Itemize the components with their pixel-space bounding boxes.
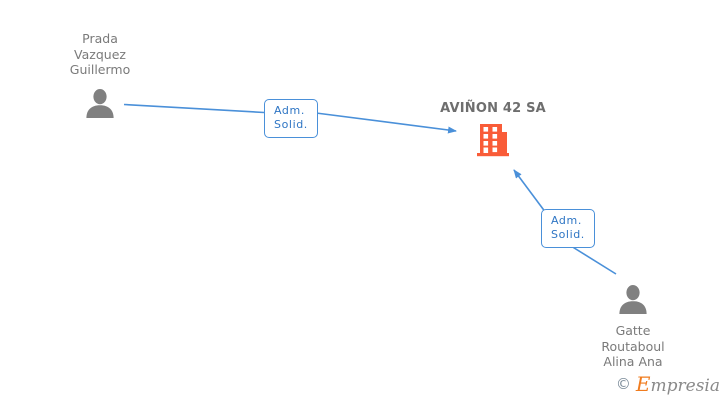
brand-name: Empresia xyxy=(636,374,720,395)
relation-chip-line: Solid. xyxy=(551,228,585,241)
person-name-line: Routaboul xyxy=(601,338,665,354)
relation-chip-line: Solid. xyxy=(274,118,308,131)
person-name-line: Alina Ana xyxy=(603,354,663,369)
relation-chip-line: Adm. xyxy=(274,104,305,117)
person-name-line: Guillermo xyxy=(69,62,131,77)
person-name-line: Prada xyxy=(82,31,118,46)
copyright-icon: © xyxy=(615,375,631,393)
person-name-line: Vazquez xyxy=(74,46,126,62)
company-title: AVIÑON 42 SA xyxy=(440,101,546,116)
watermark: © Empresia xyxy=(616,374,720,395)
brand-rest: mpresia xyxy=(650,376,721,396)
relation-chip-top[interactable]: Adm. Solid. xyxy=(264,99,318,138)
person-label-top-left: Prada Vazquez Guillermo xyxy=(70,31,130,78)
brand-initial: E xyxy=(635,372,651,396)
person-node-top-left[interactable]: Prada Vazquez Guillermo xyxy=(52,31,148,118)
edge-bottom-upper-segment xyxy=(513,169,547,214)
relation-chip-bottom[interactable]: Adm. Solid. xyxy=(541,209,595,248)
relation-chip-line: Adm. xyxy=(551,214,582,227)
company-node[interactable] xyxy=(475,122,511,158)
person-name-line: Gatte xyxy=(615,323,651,338)
person-icon xyxy=(83,88,117,118)
person-label-bottom-right: Gatte Routaboul Alina Ana xyxy=(601,323,664,370)
edge-bottom-lower-segment xyxy=(570,245,617,275)
person-node-bottom-right[interactable]: Gatte Routaboul Alina Ana xyxy=(585,284,681,370)
building-icon xyxy=(475,122,511,158)
person-icon xyxy=(616,284,650,314)
